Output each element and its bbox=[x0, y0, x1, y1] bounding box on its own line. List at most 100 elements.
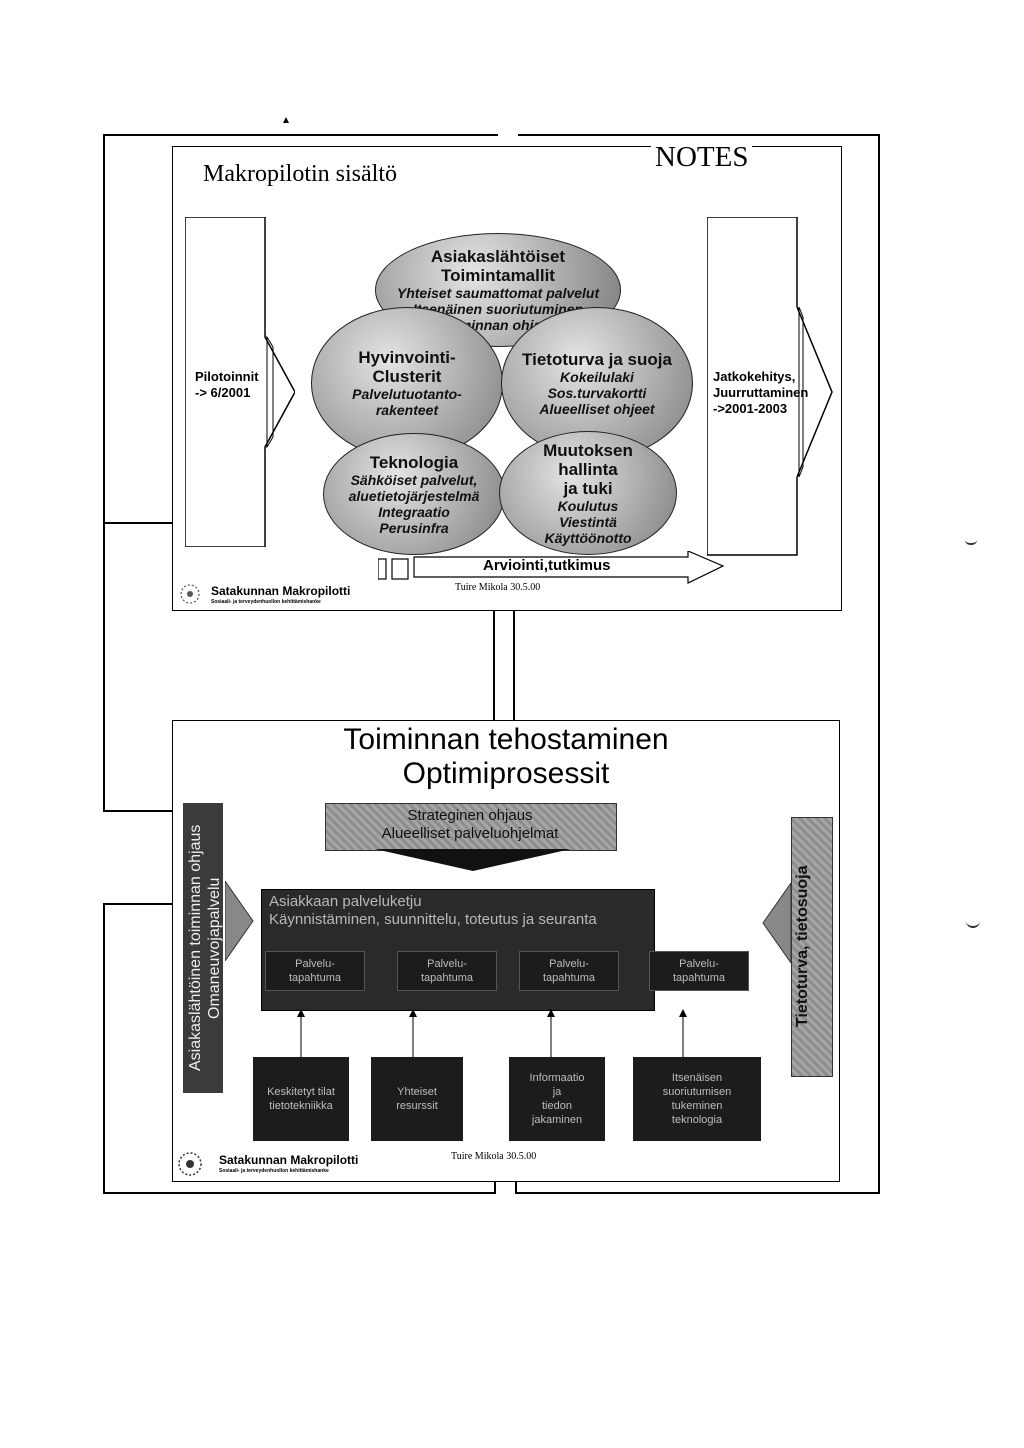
circle-muutoksen-hallinta: Muutoksen hallinta ja tuki Koulutus Vies… bbox=[499, 431, 677, 555]
circle-item: Käyttöönotto bbox=[544, 529, 632, 546]
makropilotti-logo-icon bbox=[178, 1152, 202, 1176]
connector-arrows bbox=[297, 1009, 687, 1057]
logo-subtitle: Sosiaali- ja terveydenhuollon kehittämis… bbox=[211, 599, 321, 605]
circle-item: Sos.turvakortti bbox=[547, 384, 647, 401]
resource-box: Informaatio ja tiedon jakaminen bbox=[509, 1057, 605, 1141]
author: Tuire Mikola 30.5.00 bbox=[455, 582, 541, 593]
resource-box: Itsenäisen suoriutumisen tukeminen tekno… bbox=[633, 1057, 761, 1141]
event-box: Palvelu-tapahtuma bbox=[649, 951, 749, 991]
left-vertical-bar bbox=[183, 803, 223, 1093]
right-arrow-text: Jatkokehitys, Juurruttaminen ->2001-2003 bbox=[713, 369, 808, 417]
circle-heading: Asiakaslähtöiset bbox=[430, 247, 566, 266]
resource-box: Keskitetyt tilat tietotekniikka bbox=[253, 1057, 349, 1141]
circle-item: Integraatio bbox=[378, 503, 450, 520]
resource-line: Yhteiset bbox=[397, 1086, 437, 1098]
frame-line bbox=[493, 608, 495, 720]
frame-line bbox=[103, 1192, 496, 1194]
frame-line bbox=[103, 810, 173, 812]
event-box: Palvelu-tapahtuma bbox=[397, 951, 497, 991]
scan-mark bbox=[283, 117, 289, 123]
resource-line: Itsenäisen bbox=[671, 1072, 723, 1084]
frame-line bbox=[103, 903, 105, 1193]
frame-line bbox=[494, 1180, 496, 1194]
slide2-title-line2: Optimiprosessit bbox=[402, 757, 610, 790]
bottom-arrow-label: Arviointi,tutkimus bbox=[483, 557, 611, 574]
circle-item: rakenteet bbox=[375, 402, 439, 418]
circle-teknologia: Teknologia Sähköiset palvelut, aluetieto… bbox=[323, 433, 505, 555]
frame-line bbox=[518, 134, 880, 136]
resource-line: resurssit bbox=[396, 1100, 438, 1112]
right-vertical-bar bbox=[791, 817, 833, 1077]
circle-item: Perusinfra bbox=[379, 519, 449, 536]
circle-item: Sähköiset palvelut, bbox=[350, 471, 478, 488]
author: Tuire Mikola 30.5.00 bbox=[451, 1151, 537, 1162]
event-box: Palvelu-tapahtuma bbox=[519, 951, 619, 991]
circle-item: Kokeilulaki bbox=[560, 368, 634, 385]
notes-label: NOTES bbox=[651, 141, 753, 174]
resource-line: suoriutumisen bbox=[662, 1086, 732, 1098]
resource-line: ja bbox=[552, 1086, 562, 1098]
service-chain-subtitle: Käynnistäminen, suunnittelu, toteutus ja… bbox=[269, 911, 597, 928]
circle-heading: Tietoturva ja suoja bbox=[522, 349, 672, 369]
right-arrow-line: Juurruttaminen bbox=[713, 385, 809, 400]
circle-heading: Clusterit bbox=[372, 367, 442, 386]
frame-line bbox=[103, 522, 105, 812]
resource-line: Informaatio bbox=[529, 1072, 585, 1084]
scan-mark bbox=[965, 540, 977, 545]
left-arrow-text: Pilotoinnit -> 6/2001 bbox=[195, 369, 259, 401]
left-bar-arrow bbox=[225, 881, 254, 961]
strategic-line: Strateginen ohjaus bbox=[407, 807, 533, 824]
resource-line: teknologia bbox=[671, 1114, 723, 1126]
makropilotti-logo-icon bbox=[180, 584, 200, 604]
circle-item: aluetietojärjestelmä bbox=[348, 487, 480, 504]
circle-heading: Muutoksen bbox=[543, 440, 633, 460]
right-bar-line: Tietoturva, tietosuoja bbox=[794, 865, 811, 1027]
resource-line: tiedon bbox=[542, 1100, 572, 1112]
logo-title: Satakunnan Makropilotti bbox=[219, 1153, 359, 1167]
left-outline-arrow bbox=[185, 217, 295, 547]
circle-item: Koulutus bbox=[557, 497, 619, 514]
slide-toiminnan-tehostaminen: Toiminnan tehostaminen Optimiprosessit S… bbox=[172, 720, 840, 1182]
circle-heading: ja tuki bbox=[563, 478, 613, 498]
right-arrow-line: Jatkokehitys, bbox=[713, 369, 796, 384]
frame-line bbox=[103, 903, 173, 905]
circle-heading: Hyvinvointi- bbox=[358, 348, 456, 367]
strategic-box-text: Strateginen ohjaus Alueelliset palveluoh… bbox=[325, 807, 615, 843]
frame-line bbox=[515, 1192, 880, 1194]
circle-heading: Toimintamallit bbox=[441, 266, 555, 285]
circle-heading: hallinta bbox=[558, 459, 618, 479]
resource-box: Yhteiset resurssit bbox=[371, 1057, 463, 1141]
frame-line bbox=[515, 1180, 517, 1194]
frame-line bbox=[103, 134, 105, 524]
event-box: Palvelu-tapahtuma bbox=[265, 951, 365, 991]
service-chain-header: Asiakkaan palveluketju Käynnistäminen, s… bbox=[269, 893, 597, 929]
resource-line: tietotekniikka bbox=[269, 1100, 333, 1112]
logo-subtitle: Sosiaali- ja terveydenhuollon kehittämis… bbox=[219, 1168, 329, 1174]
circle-item: Viestintä bbox=[559, 513, 617, 530]
resource-line: Keskitetyt tilat bbox=[267, 1086, 335, 1098]
slide-makropilotin-sisalto: Makropilotin sisältö NOTES Pilotoinnit -… bbox=[172, 141, 842, 611]
down-arrow bbox=[375, 849, 571, 871]
slide-title: Makropilotin sisältö bbox=[203, 161, 397, 187]
right-bar-arrow bbox=[762, 883, 791, 963]
circle-item: Palvelutuotanto- bbox=[352, 386, 462, 402]
right-outline-arrow bbox=[707, 217, 833, 556]
frame-line bbox=[513, 608, 515, 720]
left-arrow-line: -> 6/2001 bbox=[195, 385, 251, 400]
frame-line bbox=[103, 134, 498, 136]
circle-item: Itsenäinen suoriutuminen bbox=[412, 301, 584, 317]
frame-line bbox=[878, 134, 880, 1194]
circle-item: Yhteiset saumattomat palvelut bbox=[396, 285, 600, 301]
left-bar-line: Omaneuvojapalvelu bbox=[206, 877, 223, 1019]
scan-mark bbox=[966, 920, 980, 928]
service-chain-title: Asiakkaan palveluketju bbox=[269, 893, 422, 910]
slide2-title-line1: Toiminnan tehostaminen bbox=[343, 723, 669, 756]
frame-line bbox=[103, 522, 173, 524]
circle-item: Alueelliset ohjeet bbox=[539, 400, 655, 417]
resource-line: tukeminen bbox=[671, 1100, 723, 1112]
circle-heading: Teknologia bbox=[369, 452, 459, 472]
strategic-line: Alueelliset palveluohjelmat bbox=[381, 825, 559, 842]
logo-title: Satakunnan Makropilotti bbox=[211, 584, 351, 598]
resource-line: jakaminen bbox=[531, 1114, 583, 1126]
right-arrow-line: ->2001-2003 bbox=[713, 401, 788, 416]
